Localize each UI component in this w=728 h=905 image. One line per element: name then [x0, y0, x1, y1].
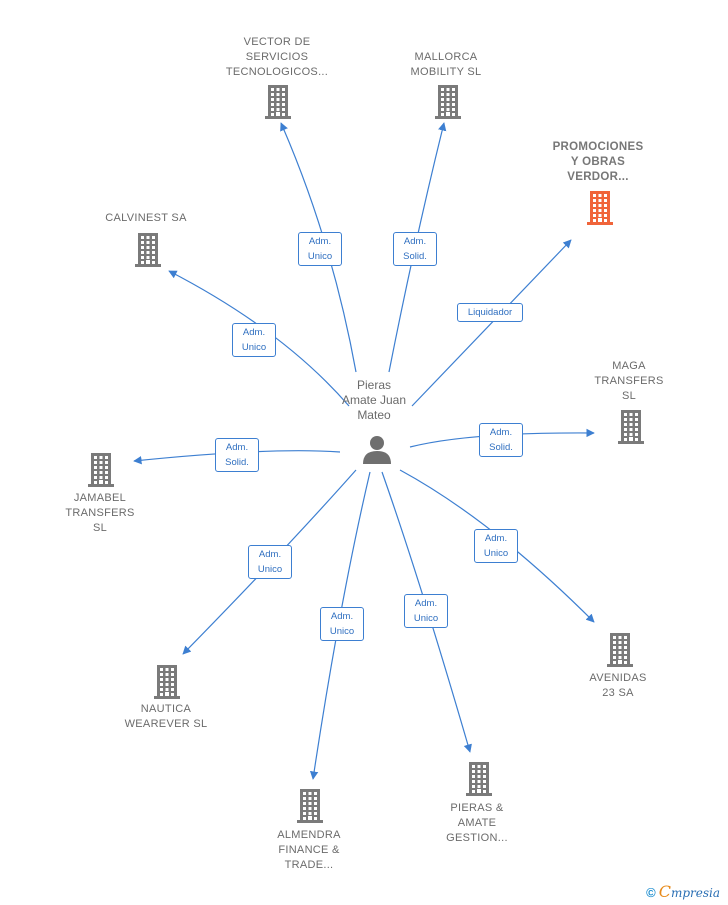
edge-role-text: Unico: [307, 251, 333, 262]
company-label-maga-line: MAGA: [612, 360, 646, 372]
copyright-symbol: ©: [646, 885, 656, 900]
company-label-maga-line: SL: [621, 390, 637, 402]
building-icon-maga: [618, 410, 644, 444]
edge-role-tag-promociones[interactable]: Liquidador: [457, 303, 523, 322]
company-label-pieras-line: AMATE: [457, 817, 497, 829]
building-icon-mallorca: [435, 85, 461, 119]
company-label-calvinest[interactable]: CALVINEST SA: [66, 211, 226, 226]
company-label-promociones[interactable]: PROMOCIONES Y OBRAS VERDOR...: [518, 140, 678, 185]
company-label-promociones-line: PROMOCIONES: [552, 141, 644, 153]
footer-brand: ©Cmpresia: [646, 882, 720, 901]
company-label-vector-line: SERVICIOS: [245, 51, 309, 63]
building-icon-calvinest: [135, 233, 161, 267]
edge-role-text: Adm.: [225, 442, 249, 453]
edge-role-text: Unico: [413, 613, 439, 624]
edge-role-text: Solid.: [403, 251, 427, 262]
edge-role-tag-avenidas[interactable]: Adm. Unico: [474, 529, 518, 563]
person-icon: [363, 436, 391, 464]
company-label-vector-line: TECNOLOGICOS...: [225, 66, 329, 78]
edge-role-tag-calvinest[interactable]: Adm. Unico: [232, 323, 276, 357]
edge-role-text: Adm.: [484, 533, 508, 544]
edge-role-tag-jamabel[interactable]: Adm. Solid.: [215, 438, 259, 472]
edge-role-text: Liquidador: [467, 307, 513, 318]
edge-role-text: Adm.: [330, 611, 354, 622]
company-label-almendra[interactable]: ALMENDRA FINANCE & TRADE...: [229, 828, 389, 873]
company-label-avenidas-line: AVENIDAS: [589, 672, 647, 684]
building-icon-jamabel: [88, 453, 114, 487]
building-icon-pieras: [466, 762, 492, 796]
building-icon-avenidas: [607, 633, 633, 667]
edge-role-text: Adm.: [308, 236, 332, 247]
edge-role-text: Solid.: [225, 457, 249, 468]
company-label-jamabel[interactable]: JAMABEL TRANSFERS SL: [20, 491, 180, 536]
center-person-name-line: Mateo: [357, 408, 391, 422]
company-label-promociones-line: VERDOR...: [567, 171, 629, 183]
company-label-vector-line: VECTOR DE: [243, 36, 311, 48]
company-label-maga-line: TRANSFERS: [594, 375, 664, 387]
edge-role-tag-almendra[interactable]: Adm. Unico: [320, 607, 364, 641]
company-label-pieras-line: PIERAS &: [450, 802, 504, 814]
building-icon-promociones: [587, 191, 613, 225]
brand-initial: C: [658, 882, 671, 901]
edge-role-text: Unico: [241, 342, 267, 353]
company-label-almendra-line: TRADE...: [284, 859, 334, 871]
company-label-pieras[interactable]: PIERAS & AMATE GESTION...: [397, 801, 557, 846]
company-label-jamabel-line: TRANSFERS: [65, 507, 135, 519]
center-person-name-line: Amate Juan: [341, 393, 407, 407]
company-label-calvinest-line: CALVINEST SA: [105, 212, 187, 224]
edge-role-text: Unico: [257, 564, 283, 575]
company-label-nautica[interactable]: NAUTICA WEAREVER SL: [86, 702, 246, 732]
edge-role-tag-maga[interactable]: Adm. Solid.: [479, 423, 523, 457]
edge-role-text: Adm.: [258, 549, 282, 560]
company-label-nautica-line: NAUTICA: [140, 703, 192, 715]
company-label-pieras-line: GESTION...: [446, 832, 508, 844]
company-label-vector[interactable]: VECTOR DE SERVICIOS TECNOLOGICOS...: [197, 35, 357, 80]
edge-role-tag-pieras[interactable]: Adm. Unico: [404, 594, 448, 628]
company-label-promociones-line: Y OBRAS: [570, 156, 626, 168]
building-icon-almendra: [297, 789, 323, 823]
center-person-name-line: Pieras: [356, 378, 391, 392]
edge-role-text: Solid.: [489, 442, 513, 453]
company-label-mallorca[interactable]: MALLORCA MOBILITY SL: [366, 50, 526, 80]
building-icon-vector: [265, 85, 291, 119]
edge-role-tag-mallorca[interactable]: Adm. Solid.: [393, 232, 437, 266]
edge-role-text: Adm.: [414, 598, 438, 609]
company-label-jamabel-line: SL: [92, 522, 108, 534]
company-label-almendra-line: FINANCE &: [278, 844, 340, 856]
edge-role-tag-vector[interactable]: Adm. Unico: [298, 232, 342, 266]
brand-name: mpresia: [670, 886, 720, 900]
company-label-mallorca-line: MOBILITY SL: [410, 66, 482, 78]
edge-role-text: Unico: [329, 626, 355, 637]
edge-role-text: Adm.: [242, 327, 266, 338]
edge-role-text: Adm.: [403, 236, 427, 247]
company-label-almendra-line: ALMENDRA: [277, 829, 341, 841]
edge-role-text: Unico: [483, 548, 509, 559]
edge-role-text: Adm.: [489, 427, 513, 438]
company-label-mallorca-line: MALLORCA: [414, 51, 478, 63]
company-label-maga[interactable]: MAGA TRANSFERS SL: [549, 359, 709, 404]
company-label-avenidas-line: 23 SA: [602, 687, 634, 699]
company-label-nautica-line: WEAREVER SL: [124, 718, 208, 730]
edge-role-tag-nautica[interactable]: Adm. Unico: [248, 545, 292, 579]
company-label-avenidas[interactable]: AVENIDAS 23 SA: [538, 671, 698, 701]
building-icon-nautica: [154, 665, 180, 699]
company-label-jamabel-line: JAMABEL: [73, 492, 127, 504]
